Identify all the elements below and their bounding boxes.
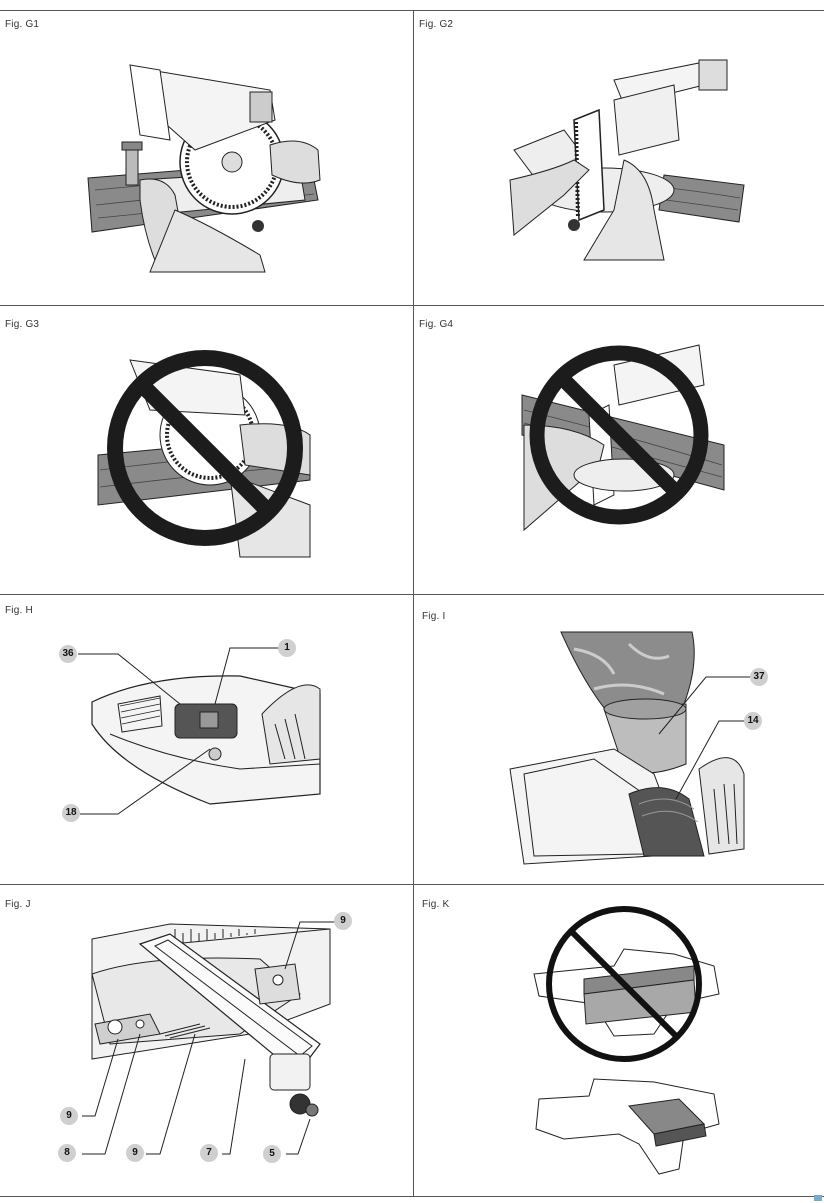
- callout-8: 8: [58, 1144, 76, 1162]
- callout-18: 18: [62, 804, 80, 822]
- page-corner-mark: [814, 1195, 822, 1201]
- callout-9: 9: [126, 1144, 144, 1162]
- figure-label: Fig. G1: [5, 19, 40, 30]
- divider: [413, 10, 414, 1196]
- figure-label: Fig. J: [5, 899, 31, 910]
- figure-g2: Fig. G2: [414, 10, 824, 305]
- prohibited-saw-illustration: [97, 350, 311, 558]
- callout-7: 7: [200, 1144, 218, 1162]
- figure-g4: Fig. G4: [414, 305, 824, 594]
- callout-9: 9: [60, 1107, 78, 1125]
- figure-k: Fig. K: [414, 884, 824, 1196]
- callout-9: 9: [334, 912, 352, 930]
- dust-bag-illustration: [509, 631, 752, 865]
- miter-saw-illustration: [87, 64, 321, 273]
- callout-1: 1: [278, 639, 296, 657]
- figure-label: Fig. K: [422, 899, 450, 910]
- callout-36: 36: [59, 645, 77, 663]
- figure-g1: Fig. G1: [0, 10, 413, 305]
- figure-j: Fig. J 9 9 8 9 7 5: [0, 884, 413, 1196]
- figure-label: Fig. H: [5, 605, 33, 616]
- callout-5: 5: [263, 1145, 281, 1163]
- figure-h: Fig. H 36 1 18: [0, 594, 413, 884]
- divider: [0, 305, 824, 306]
- divider: [0, 1196, 824, 1197]
- prohibited-saw-illustration: [521, 344, 725, 532]
- divider: [0, 594, 824, 595]
- divider: [0, 884, 824, 885]
- divider: [0, 10, 824, 11]
- figure-g3: Fig. G3: [0, 305, 413, 594]
- figure-label: Fig. I: [422, 611, 446, 622]
- callout-14: 14: [744, 712, 762, 730]
- workpiece-position-illustration: [533, 906, 720, 1175]
- figure-i: Fig. I 37 14: [414, 594, 824, 884]
- miter-table-illustration: [82, 921, 336, 1155]
- figure-label: Fig. G2: [419, 19, 454, 30]
- saw-base-illustration: [78, 647, 321, 815]
- figure-label: Fig. G3: [5, 319, 40, 330]
- figure-label: Fig. G4: [419, 319, 454, 330]
- miter-saw-illustration: [509, 59, 745, 261]
- callout-37: 37: [750, 668, 768, 686]
